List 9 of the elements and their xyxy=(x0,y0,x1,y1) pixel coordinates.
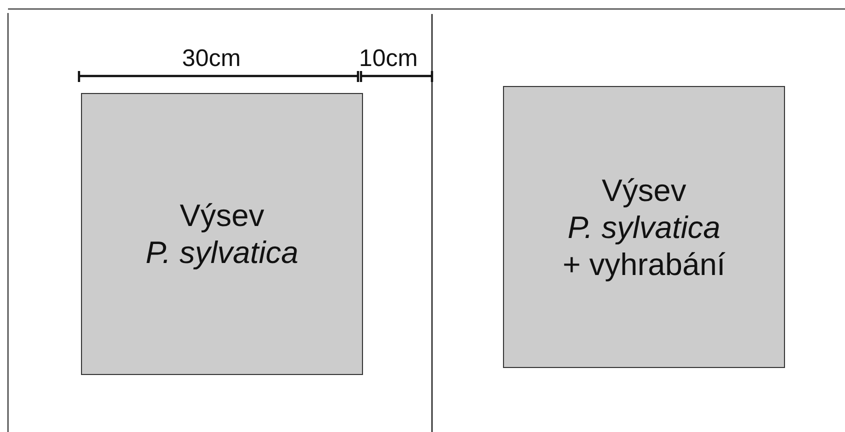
plot-square xyxy=(81,93,363,375)
dimension-label: 30cm xyxy=(182,46,241,72)
plot-label: Výsev xyxy=(602,172,686,208)
plot-label: P. sylvatica xyxy=(568,208,720,246)
plot-square xyxy=(503,86,785,368)
plot-label: Výsev xyxy=(180,197,264,234)
plot-label: + vyhrabání xyxy=(562,246,726,282)
plot-label: P. sylvatica xyxy=(146,234,298,271)
dimension-label: 10cm xyxy=(359,46,418,72)
